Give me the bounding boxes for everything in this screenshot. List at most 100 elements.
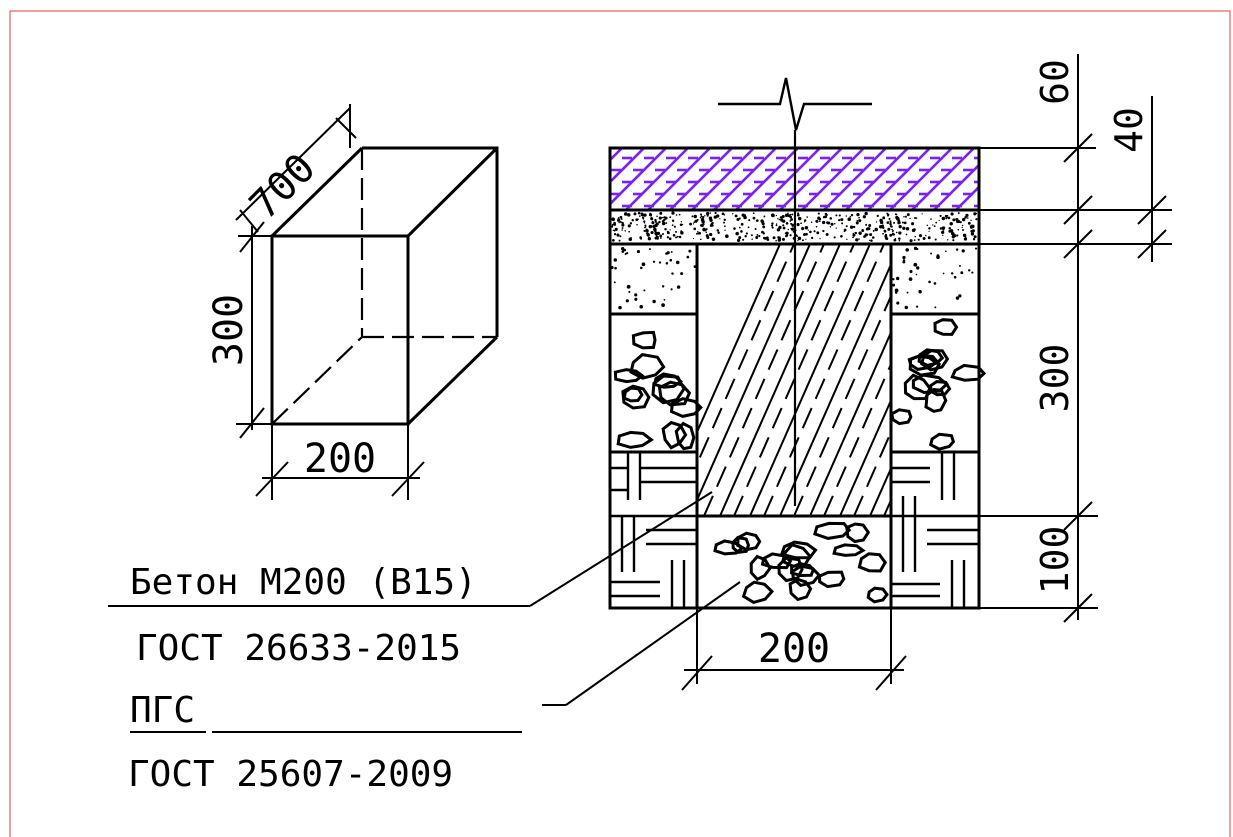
sand-dot	[652, 299, 656, 304]
bedding-dot	[675, 236, 678, 239]
bedding-dot	[643, 213, 647, 217]
bedding-dot	[658, 216, 662, 220]
bedding-dot	[761, 222, 765, 226]
bedding-dot	[665, 222, 668, 224]
bedding-dot	[852, 233, 856, 237]
bedding-dot	[669, 216, 672, 219]
bedding-dot	[952, 239, 955, 242]
bedding-dot	[835, 214, 838, 217]
bedding-dot	[802, 239, 804, 242]
paving-hatch-line	[823, 148, 887, 210]
stone	[866, 586, 889, 604]
bedding-dot	[815, 219, 819, 223]
bedding-dot	[633, 212, 637, 216]
concrete-grade-note: Бетон М200 (В15)	[130, 562, 477, 603]
stone	[813, 521, 852, 540]
bedding-dot	[763, 215, 766, 218]
stone	[790, 564, 822, 588]
sand-dot	[634, 297, 638, 301]
paving-hatch-line	[735, 148, 799, 210]
bedding-dot	[922, 236, 926, 240]
bedding-dot	[950, 231, 955, 236]
bedding-dot	[845, 225, 848, 228]
sand-dot	[643, 289, 646, 292]
bedding-dot	[952, 218, 956, 222]
bedding-dot	[671, 224, 674, 227]
bedding-dot	[918, 234, 923, 238]
bedding-dot	[743, 215, 747, 220]
bedding-dot	[850, 213, 854, 217]
paving-hatch-line	[610, 148, 623, 162]
bedding-dot	[771, 226, 774, 229]
stone	[917, 348, 945, 367]
bedding-dot	[895, 231, 898, 234]
stone	[657, 380, 692, 407]
stone	[919, 348, 950, 372]
bedding-dot	[811, 236, 814, 240]
bedding-dot	[825, 233, 828, 236]
sheet-frame	[9, 10, 1231, 837]
bedding-dot	[895, 215, 899, 220]
paving-hatch-line	[669, 148, 733, 210]
concrete-hatch-line	[930, 244, 1050, 516]
stone	[731, 535, 751, 554]
bedding-dot	[925, 234, 927, 237]
bedding-dot	[706, 214, 709, 217]
bedding-dot	[613, 229, 616, 232]
sand-dot	[620, 246, 625, 251]
bedding-dot	[882, 216, 886, 220]
stone	[788, 577, 813, 602]
bedding-dot	[804, 226, 809, 230]
sand-dot	[626, 252, 629, 255]
bedding-dot	[612, 239, 615, 242]
bedding-dot	[928, 227, 931, 230]
bedding-dot	[756, 234, 759, 236]
bedding-dot	[849, 215, 852, 218]
bedding-dot	[841, 222, 844, 225]
sand-dot	[686, 255, 690, 259]
bedding-dot	[852, 236, 854, 239]
bedding-dot	[796, 235, 799, 238]
sand-dot	[648, 248, 651, 251]
bedding-dot	[855, 221, 859, 225]
bedding-dot	[767, 237, 769, 239]
bedding-dot	[762, 225, 766, 229]
bedding-dot	[705, 228, 708, 231]
bedding-dot	[941, 226, 946, 230]
bedding-dot	[736, 218, 740, 221]
bedding-dot	[838, 214, 841, 217]
bedding-dot	[735, 231, 739, 236]
bedding-dot	[966, 217, 969, 219]
bedding-dot	[797, 212, 800, 215]
stone	[903, 373, 932, 401]
bedding-dot	[737, 238, 741, 242]
dim-iso-width	[255, 424, 425, 500]
bedding-dot	[723, 214, 726, 216]
bedding-dot	[781, 238, 784, 241]
bedding-dot	[856, 213, 860, 217]
sand-dot	[896, 301, 900, 305]
bedding-dot	[889, 225, 893, 228]
dim-label-60: 60	[1033, 59, 1077, 105]
bedding-dot	[787, 212, 789, 215]
bedding-dot	[914, 235, 916, 238]
soil-right	[891, 452, 979, 608]
bedding-dot	[680, 221, 683, 223]
bedding-dot	[640, 212, 645, 217]
paving-hatch-line	[625, 148, 689, 210]
concrete-hatch-line	[809, 329, 891, 516]
bedding-dot	[647, 237, 651, 241]
bedding-dot	[790, 222, 793, 225]
dim-iso-height	[236, 221, 272, 439]
bedding-dot	[691, 215, 694, 218]
paving-hatch-line	[610, 148, 667, 206]
bedding-dot	[766, 238, 770, 241]
bedding-dot	[824, 212, 828, 216]
concrete-hatch-line	[749, 244, 871, 516]
sand-dot	[915, 305, 919, 308]
bedding-dot	[879, 220, 884, 225]
bedding-dot	[630, 236, 632, 239]
bedding-dot	[921, 213, 923, 215]
stone	[857, 552, 887, 573]
bedding-dot	[932, 224, 934, 226]
